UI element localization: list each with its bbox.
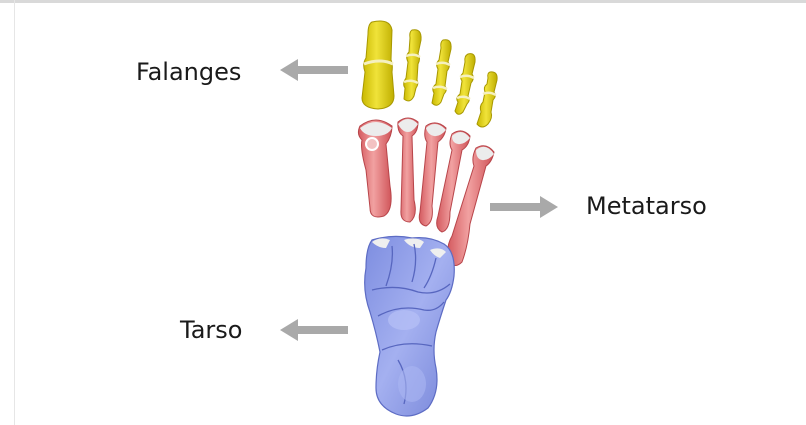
metatarsal-1 xyxy=(358,120,392,217)
label-tarsus: Tarso xyxy=(180,318,242,342)
phalanx-toe-3 xyxy=(432,40,451,106)
phalanx-toe-5 xyxy=(477,72,497,127)
phalanx-hallux xyxy=(362,21,394,109)
metatarsal-2 xyxy=(398,118,418,222)
phalanges-group xyxy=(362,21,497,127)
arrow-left-icon xyxy=(280,319,348,341)
label-metatarsus: Metatarso xyxy=(586,194,707,218)
tarsals-group xyxy=(365,236,455,416)
phalanx-toe-4 xyxy=(455,54,475,115)
arrow-left-icon xyxy=(280,59,348,81)
arrow-right-icon xyxy=(490,196,558,218)
label-phalanges: Falanges xyxy=(136,60,241,84)
phalanx-toe-2 xyxy=(404,30,421,101)
